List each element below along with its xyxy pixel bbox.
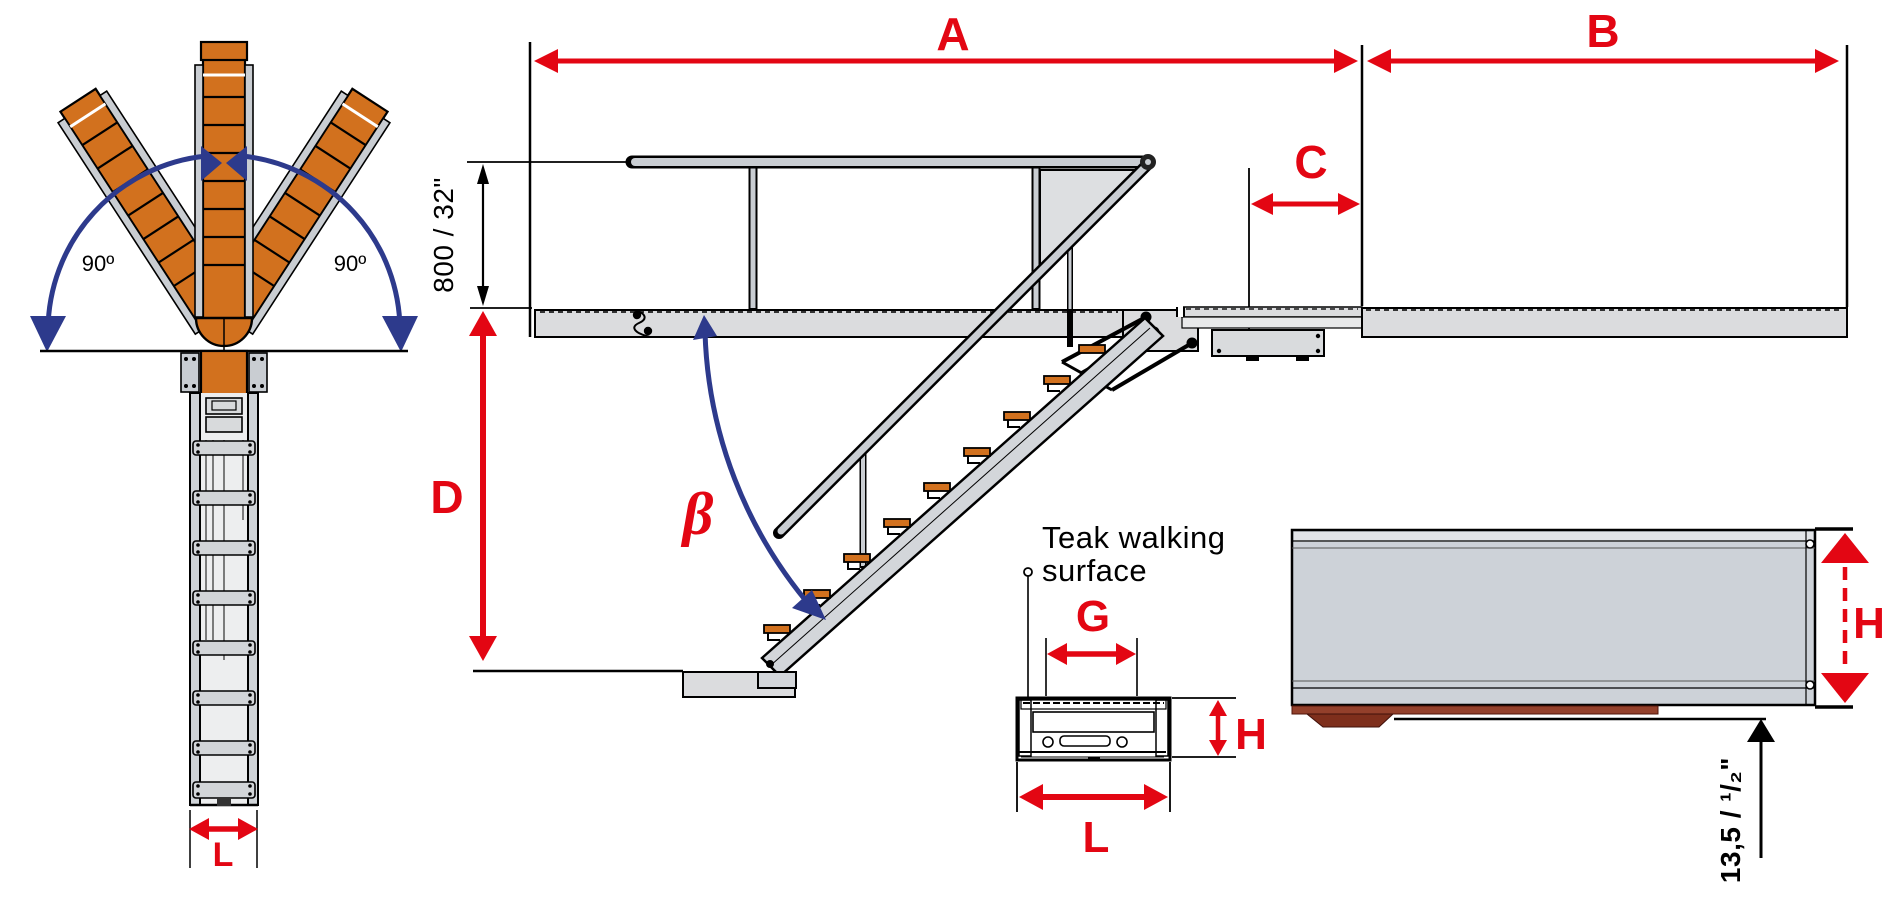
gangway-shaft (199, 349, 249, 397)
teak-note-line2: surface (1042, 553, 1147, 588)
teak-note-line1: Teak walking (1042, 520, 1225, 555)
side-view-deployed-ladder: A B C 800 / 32" D (428, 5, 1849, 698)
joint-bolt-1 (632, 310, 642, 320)
dimension-c: C (1251, 136, 1360, 215)
handrail-elbow-center (1145, 159, 1151, 165)
stowed-gangway-box (1290, 528, 1817, 707)
gangway-arm-center (193, 55, 255, 327)
keel-clearance-label: 13,5 / ¹/₂" (1715, 757, 1746, 883)
dim-g-label: G (1076, 592, 1110, 641)
dim-l-section-label: L (1083, 813, 1110, 862)
ladder-stringer (757, 316, 1165, 689)
dimension-a: A (534, 8, 1358, 73)
dim-l-plan-label: L (213, 836, 234, 874)
dimension-g: G (1045, 592, 1138, 696)
dim-h-section-label: H (1235, 710, 1267, 759)
handrail-height-label: 800 / 32" (428, 177, 459, 293)
dim-b-label: B (1586, 5, 1619, 57)
section-body (1015, 696, 1172, 762)
dimension-h-section: H (1172, 697, 1267, 759)
gangway-head-section (199, 40, 249, 62)
dimension-l-plan: L (189, 810, 258, 874)
main-deck (534, 309, 1124, 338)
rotation-arc-left (45, 153, 207, 331)
top-view-rotating-gangway: 90º 90º (30, 40, 418, 874)
rotation-angle-left-label: 90º (82, 251, 115, 276)
beta-angle-arc (693, 315, 826, 620)
dimension-l-section: L (1016, 762, 1171, 862)
rotation-arc-right (241, 153, 403, 331)
dimension-d: D (430, 311, 497, 661)
dim-a-label: A (936, 8, 969, 60)
dimension-b: B (1367, 5, 1839, 73)
cross-section-view: Teak walking surface G H (1015, 520, 1267, 862)
dimension-h-profile: H (1821, 533, 1885, 703)
aft-deck (1361, 307, 1848, 338)
joint-bolt-2 (643, 326, 653, 336)
dimension-keel-clearance: 13,5 / ¹/₂" (1394, 717, 1775, 883)
teak-leader-marker (1023, 567, 1033, 577)
dim-d-label: D (430, 471, 463, 523)
stowed-gangway-plan (189, 392, 259, 807)
beta-angle-label: β (681, 481, 714, 547)
dim-h-profile-label: H (1853, 599, 1885, 648)
hull-strip (1291, 705, 1659, 728)
rotation-arrowheads (30, 146, 418, 352)
handrail-diagonal (773, 158, 1154, 539)
deck-joint-ogee (633, 309, 651, 338)
dim-c-label: C (1294, 136, 1327, 188)
crossbars (192, 440, 256, 799)
stowed-profile-view: H 13,5 / ¹/₂" (1290, 527, 1885, 883)
ladder-treads (763, 344, 1106, 641)
rotation-angle-right-label: 90º (334, 251, 367, 276)
dimension-handrail-height: 800 / 32" (428, 161, 630, 309)
stowed-section-under-deck (1176, 306, 1367, 361)
